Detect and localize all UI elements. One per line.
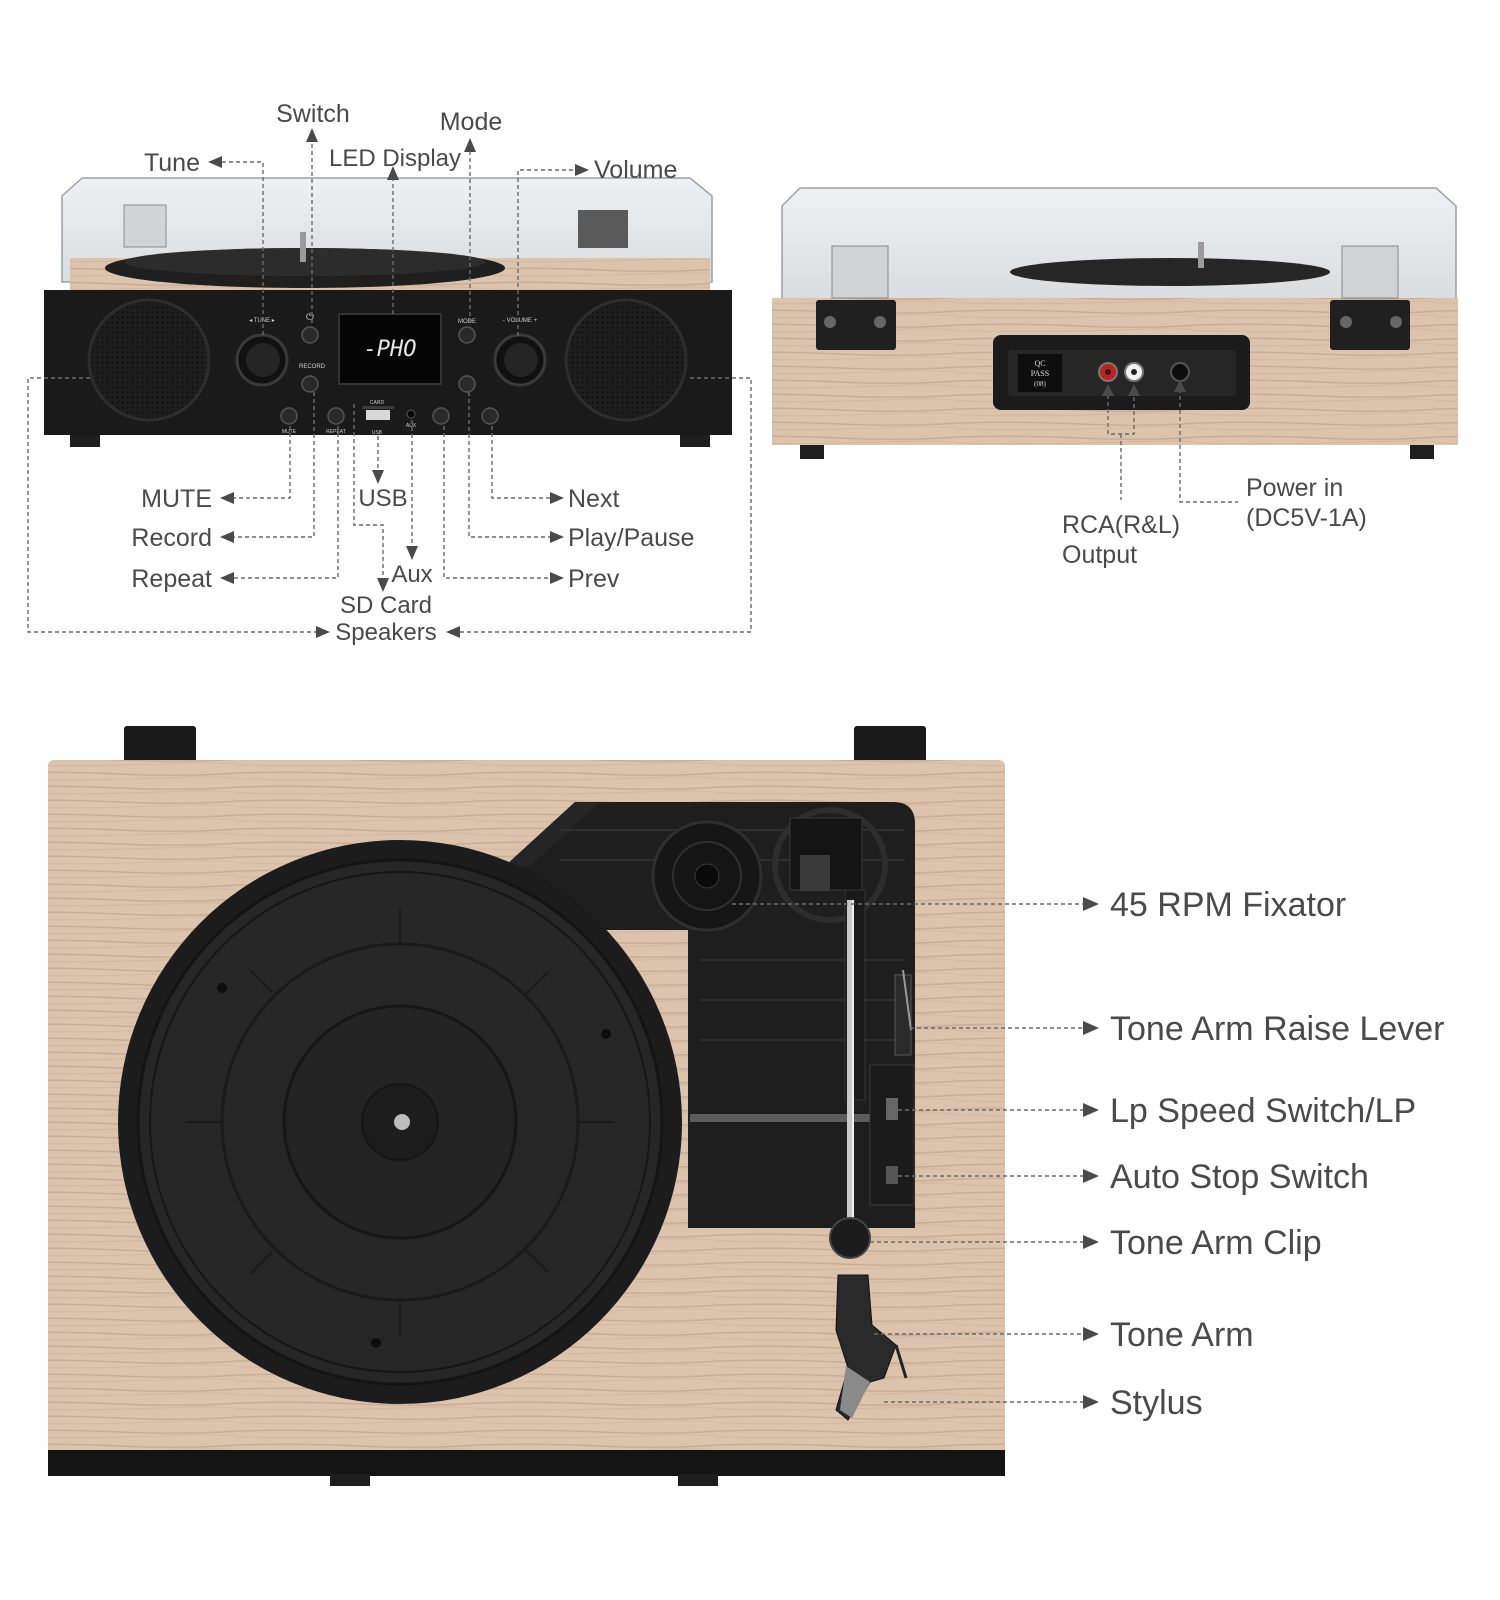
label-led-display: LED Display xyxy=(329,145,461,172)
label-switch: Switch xyxy=(276,100,350,128)
back-hinge-left xyxy=(816,300,896,350)
repeat-button[interactable] xyxy=(327,407,345,425)
label-repeat: Repeat xyxy=(131,565,212,593)
prev-button[interactable] xyxy=(432,407,450,425)
mode-button[interactable] xyxy=(458,326,476,344)
back-hinge-left-top xyxy=(831,245,889,299)
label-aux: Aux xyxy=(391,561,432,588)
aux-port xyxy=(406,409,416,419)
label-rca-line2: Output xyxy=(1062,541,1137,569)
label-prev: Prev xyxy=(568,565,620,593)
label-rca-line1: RCA(R&L) xyxy=(1062,511,1180,539)
label-tune: Tune xyxy=(144,149,200,177)
record-panel-text: RECORD xyxy=(299,364,326,370)
label-volume: Volume xyxy=(594,156,677,184)
label-tone-arm-clip: Tone Arm Clip xyxy=(1110,1224,1322,1262)
speaker-right xyxy=(564,298,688,422)
qc-sticker xyxy=(1018,354,1062,392)
next-button[interactable] xyxy=(481,407,499,425)
front-view: ◂ TUNE ▸ - VOLUME + -PHO ⏻ RECORD MODE M… xyxy=(27,100,752,646)
front-leader-arrows xyxy=(208,128,589,638)
top-view: 45 RPM Fixator Tone Arm Raise Lever Lp S… xyxy=(48,726,1445,1486)
hinge-left xyxy=(123,204,167,248)
power-jack xyxy=(1170,362,1190,382)
platter-spindle xyxy=(394,1114,410,1130)
led-display-text: -PHO xyxy=(364,337,417,362)
tone-arm-front xyxy=(578,210,628,248)
usb-panel-text: USB xyxy=(372,430,383,436)
led-display xyxy=(338,313,442,385)
back-hinge-right-top xyxy=(1341,245,1399,299)
aux-panel-text: AUX xyxy=(406,423,417,429)
label-auto-stop-switch: Auto Stop Switch xyxy=(1110,1158,1369,1196)
mode-panel-text: MODE xyxy=(458,319,476,325)
power-icon: ⏻ xyxy=(306,312,314,323)
label-mode: Mode xyxy=(440,108,503,136)
back-view: QC PASS (08) RCA(R&L) Output Power in (D… xyxy=(772,187,1458,569)
back-leader-lines xyxy=(1107,382,1238,503)
mute-panel-text: MUTE xyxy=(282,429,297,435)
label-mute: MUTE xyxy=(141,485,212,513)
top-front-edge xyxy=(48,1450,1005,1476)
top-leader-arrows xyxy=(1083,897,1099,1409)
qc-sticker-line2: PASS xyxy=(1031,369,1049,378)
plate-strip xyxy=(690,1114,880,1122)
back-hinge-right xyxy=(1330,300,1410,350)
qc-sticker-line3: (08) xyxy=(1034,380,1046,388)
card-panel-text: CARD xyxy=(370,400,385,406)
label-power-line1: Power in xyxy=(1246,474,1343,502)
usb-port xyxy=(366,410,390,420)
speaker-left xyxy=(87,298,211,422)
stylus xyxy=(840,1366,870,1418)
label-speakers: Speakers xyxy=(335,619,436,646)
label-stylus: Stylus xyxy=(1110,1384,1203,1422)
repeat-panel-text: REPEAT xyxy=(326,429,346,435)
play-pause-button[interactable] xyxy=(458,375,476,393)
label-lp-speed-switch: Lp Speed Switch/LP xyxy=(1110,1092,1416,1130)
label-45rpm-fixator: 45 RPM Fixator xyxy=(1110,886,1346,924)
auto-stop-switch[interactable] xyxy=(886,1166,898,1184)
top-leader-lines xyxy=(732,903,1085,1403)
label-usb: USB xyxy=(358,485,407,512)
tune-panel-text: ◂ TUNE ▸ xyxy=(249,318,275,324)
mute-button[interactable] xyxy=(280,407,298,425)
record-button[interactable] xyxy=(301,375,319,393)
tone-arm-clip[interactable] xyxy=(829,1217,871,1259)
label-tone-arm-raise-lever: Tone Arm Raise Lever xyxy=(1110,1010,1445,1048)
volume-panel-text: - VOLUME + xyxy=(503,318,538,324)
power-switch-button[interactable] xyxy=(301,326,319,344)
front-leader-lines xyxy=(27,140,752,633)
label-sd-card: SD Card xyxy=(340,592,432,619)
sd-card-slot xyxy=(362,406,394,409)
spindle xyxy=(300,232,306,262)
label-play-pause: Play/Pause xyxy=(568,524,694,552)
label-record: Record xyxy=(131,524,212,552)
lp-speed-switch[interactable] xyxy=(886,1098,898,1120)
label-tone-arm: Tone Arm xyxy=(1110,1316,1254,1354)
qc-sticker-line1: QC xyxy=(1034,359,1045,368)
label-power-line2: (DC5V-1A) xyxy=(1246,504,1367,532)
label-next: Next xyxy=(568,485,619,513)
